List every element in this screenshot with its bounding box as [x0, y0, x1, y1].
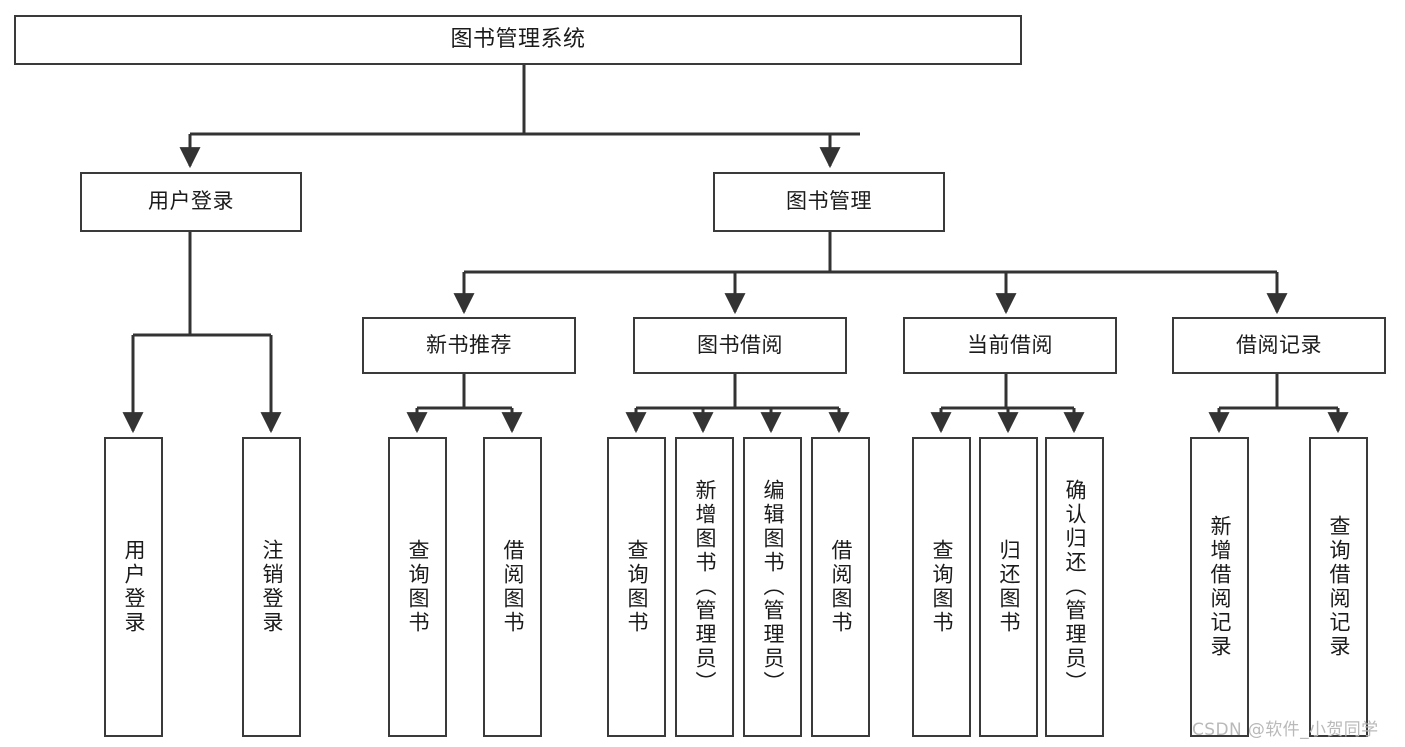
node-label: 新书推荐: [426, 332, 512, 357]
node-book-borrow[interactable]: 图书借阅: [633, 317, 847, 374]
leaf-current-confirm-return-admin[interactable]: 确认归还（管理员）: [1045, 437, 1104, 737]
node-label: 图书借阅: [697, 332, 783, 357]
leaf-current-query-book[interactable]: 查询图书: [912, 437, 971, 737]
leaf-record-query-record[interactable]: 查询借阅记录: [1309, 437, 1368, 737]
node-label: 图书管理系统: [450, 26, 586, 52]
leaf-newbook-query-book[interactable]: 查询图书: [388, 437, 447, 737]
node-label: 注销登录: [260, 539, 284, 635]
node-label: 当前借阅: [967, 332, 1053, 357]
node-label: 确认归还（管理员）: [1063, 479, 1087, 695]
leaf-current-return-book[interactable]: 归还图书: [979, 437, 1038, 737]
node-label: 用户登录: [122, 539, 146, 635]
node-user-login[interactable]: 用户登录: [80, 172, 302, 232]
leaf-borrow-borrow-book[interactable]: 借阅图书: [811, 437, 870, 737]
leaf-newbook-borrow-book[interactable]: 借阅图书: [483, 437, 542, 737]
node-borrow-record[interactable]: 借阅记录: [1172, 317, 1386, 374]
node-label: 查询借阅记录: [1327, 515, 1351, 659]
leaf-logout-login[interactable]: 注销登录: [242, 437, 301, 737]
node-label: 编辑图书（管理员）: [761, 479, 785, 695]
leaf-user-login[interactable]: 用户登录: [104, 437, 163, 737]
node-label: 查询图书: [930, 539, 954, 635]
node-label: 查询图书: [625, 539, 649, 635]
node-label: 借阅图书: [501, 539, 525, 635]
node-label: 借阅记录: [1236, 332, 1322, 357]
node-label: 新增借阅记录: [1208, 515, 1232, 659]
node-label: 新增图书（管理员）: [693, 479, 717, 695]
leaf-borrow-edit-book-admin[interactable]: 编辑图书（管理员）: [743, 437, 802, 737]
node-label: 用户登录: [148, 189, 234, 214]
leaf-borrow-add-book-admin[interactable]: 新增图书（管理员）: [675, 437, 734, 737]
node-book-management[interactable]: 图书管理: [713, 172, 945, 232]
node-label: 图书管理: [786, 189, 872, 214]
node-root-system[interactable]: 图书管理系统: [14, 15, 1022, 65]
node-label: 借阅图书: [829, 539, 853, 635]
leaf-borrow-query-book[interactable]: 查询图书: [607, 437, 666, 737]
node-label: 归还图书: [997, 539, 1021, 635]
node-current-borrow[interactable]: 当前借阅: [903, 317, 1117, 374]
node-new-book-recommend[interactable]: 新书推荐: [362, 317, 576, 374]
leaf-record-add-record[interactable]: 新增借阅记录: [1190, 437, 1249, 737]
node-label: 查询图书: [406, 539, 430, 635]
